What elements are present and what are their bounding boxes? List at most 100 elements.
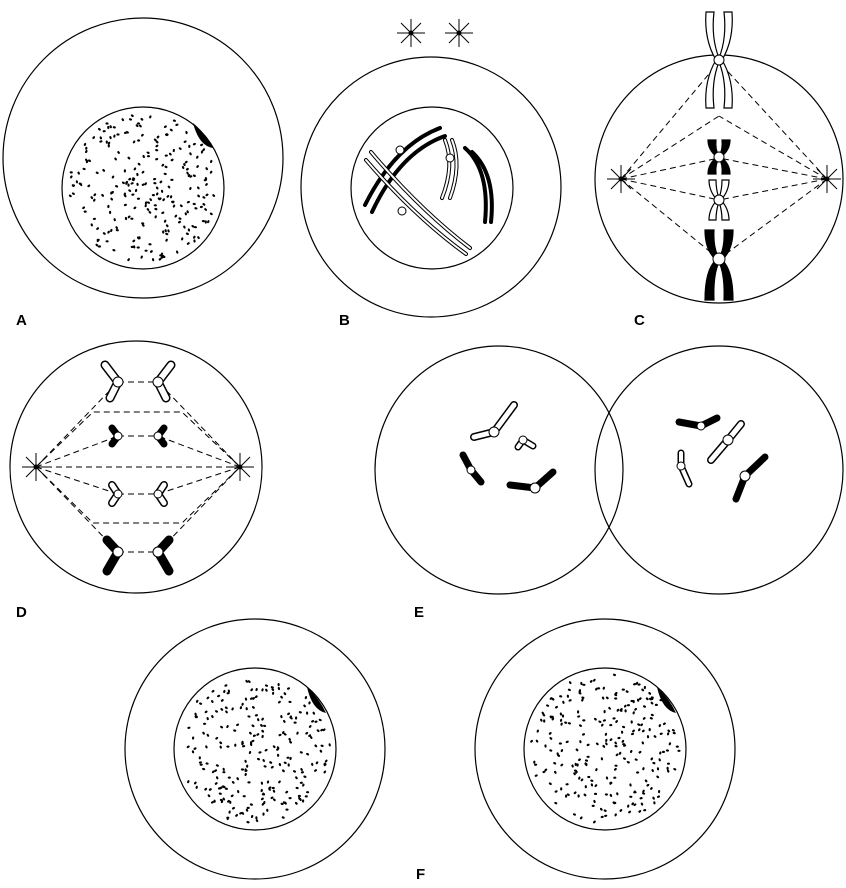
- chromatin-dot: [554, 790, 558, 793]
- chromatin-dot: [202, 731, 206, 735]
- chromatin-dot: [616, 792, 619, 796]
- chromatin-dot: [614, 697, 617, 699]
- chromatin-dot: [222, 768, 225, 772]
- chromatin-dot: [613, 767, 617, 771]
- chromatin-dot: [129, 118, 133, 121]
- chromatin-dot: [115, 226, 118, 230]
- chromatin-dot: [595, 768, 598, 772]
- chromatin-dot: [636, 771, 639, 773]
- chromatin-dot: [260, 797, 264, 801]
- chromatin-dot: [302, 799, 304, 802]
- chromatin-dot: [647, 735, 650, 738]
- chromatin-dot: [615, 720, 619, 724]
- centrosome-left: [397, 19, 425, 47]
- chromatin-dot: [92, 136, 96, 140]
- chromatin-dot: [283, 692, 287, 696]
- chromatin-dot: [639, 797, 643, 800]
- chromatin-dot: [293, 770, 297, 773]
- chromatin-dot: [93, 198, 96, 202]
- daughter-cell-right: [475, 619, 735, 879]
- chromatin-dot: [609, 724, 612, 726]
- chromatin-dot: [602, 744, 606, 748]
- chromatin-dot: [263, 724, 267, 727]
- chromatin-dot: [573, 791, 577, 795]
- separating-chromatids: [105, 360, 171, 571]
- chromatin-dot: [295, 776, 299, 780]
- chromatin-dot: [185, 131, 188, 135]
- chromatin-dot: [235, 814, 239, 818]
- chromatin-dot: [568, 722, 572, 725]
- chromatin-dot: [77, 171, 80, 175]
- chromatin-dot: [543, 719, 545, 722]
- daughter-cell-left: [375, 346, 623, 594]
- chromatin-dot: [187, 726, 191, 729]
- chromatin-dot: [638, 728, 642, 732]
- daughter-cell-left: [125, 619, 385, 879]
- chromatin-dot: [536, 729, 539, 733]
- chromatin-dot: [609, 738, 613, 742]
- chromatin-dot: [576, 763, 578, 766]
- chromatin-dot: [641, 688, 645, 692]
- chromatin-dot: [643, 705, 647, 708]
- chromatin-dot: [567, 688, 571, 691]
- chromatin-dot: [653, 735, 657, 739]
- chromatin-dot: [562, 700, 565, 704]
- chromatin-dot: [573, 813, 577, 816]
- chromatin-dot: [585, 759, 589, 762]
- chromatin-dot: [170, 179, 173, 181]
- chromatin-dot: [603, 719, 607, 722]
- chromatin-dot: [659, 732, 663, 735]
- chromatin-dot: [193, 781, 197, 785]
- chromatin-dot: [649, 717, 653, 720]
- chromatin-dot: [594, 784, 598, 788]
- chromatin-dot: [202, 203, 206, 207]
- chromatin-dot: [589, 679, 593, 683]
- chromatin-dot: [286, 756, 289, 759]
- chromatin-dot: [319, 749, 322, 753]
- chromatin-dot: [172, 204, 175, 208]
- chromatin-dot: [110, 197, 114, 201]
- chromatin-dot: [627, 704, 630, 707]
- chromatin-dot: [211, 715, 214, 719]
- chromatin-dot: [215, 710, 219, 714]
- chromatin-dot: [176, 250, 179, 254]
- panel-d: [10, 341, 262, 593]
- chromatin-dot: [624, 709, 626, 712]
- chromatin-dot: [632, 729, 636, 733]
- chromatin-dot: [657, 767, 659, 770]
- chromatin-dot: [193, 235, 197, 239]
- chromatin-dot: [212, 194, 216, 198]
- chromatin-dot: [178, 217, 182, 220]
- chromatin-dot: [673, 768, 677, 771]
- chromatin-dot: [565, 783, 568, 786]
- chromatin-dot: [289, 740, 293, 744]
- chromatin-dot: [146, 151, 150, 154]
- chromatin-dot: [156, 192, 159, 196]
- chromatin-dot: [277, 687, 280, 691]
- chromatin-dot: [231, 707, 234, 711]
- panel-label-b: B: [339, 312, 350, 329]
- chromatin-dot: [155, 158, 159, 161]
- chromatin-dot: [261, 735, 264, 739]
- chromatin-dot: [241, 702, 244, 706]
- chromatin-dot: [262, 812, 264, 815]
- chromatin-dot: [98, 245, 101, 247]
- chromatin-dot: [560, 763, 564, 767]
- chromatin-dot: [303, 775, 307, 778]
- chromatin-dot: [251, 706, 255, 710]
- chromatin-dot: [202, 768, 206, 771]
- chromatin-dot: [202, 196, 206, 200]
- chromatin-dot: [247, 781, 250, 783]
- chromatin-dot: [82, 206, 86, 210]
- chromatin-dot: [127, 156, 131, 160]
- chromatin-dot: [667, 729, 671, 733]
- chromatin-dot: [90, 196, 94, 200]
- chromatin-dot: [288, 797, 291, 799]
- chromatin-dot: [116, 229, 120, 232]
- chromatin-dot: [70, 175, 73, 179]
- chromatin-dot: [186, 200, 190, 203]
- chromatin-dot: [559, 742, 562, 744]
- chromatin-dot: [144, 249, 147, 251]
- chromatin-dot: [107, 230, 111, 234]
- chromatin-dot: [76, 180, 79, 183]
